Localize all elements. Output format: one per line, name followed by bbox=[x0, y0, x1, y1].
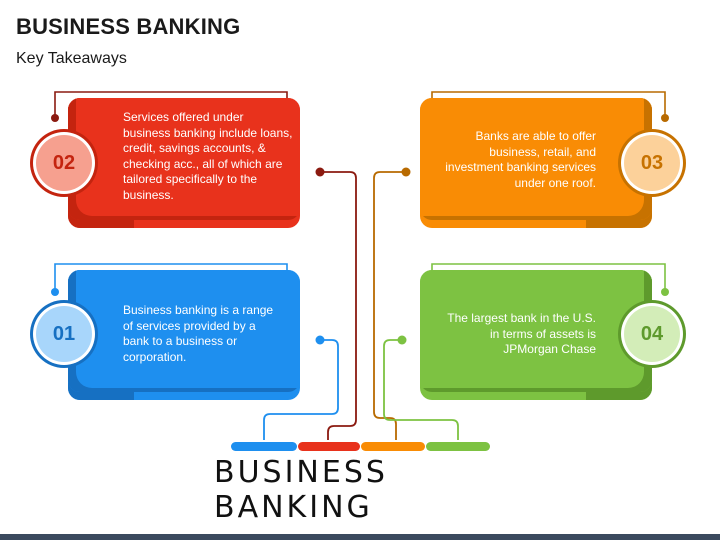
card-03 bbox=[420, 98, 652, 228]
page-title: BUSINESS BANKING bbox=[16, 14, 241, 39]
bar-green bbox=[426, 442, 490, 451]
banner-title: BUSINESS BANKING bbox=[214, 455, 388, 525]
bar-red bbox=[298, 442, 360, 451]
card-04-text: The largest bank in the U.S. in terms of… bbox=[447, 311, 596, 356]
trunk-green bbox=[383, 339, 459, 440]
card-01-number-badge: 01 bbox=[36, 306, 92, 362]
card-02-number-badge: 02 bbox=[36, 135, 92, 191]
card-02-text: Services offered under business banking … bbox=[123, 110, 293, 202]
bar-orange bbox=[361, 442, 425, 451]
card-01 bbox=[68, 270, 300, 400]
card-03-text: Banks are able to offer business, retail… bbox=[445, 129, 596, 190]
card-04 bbox=[420, 270, 652, 400]
trunk-orange bbox=[373, 171, 406, 440]
card-03-number-badge: 03 bbox=[624, 135, 680, 191]
bar-blue bbox=[231, 442, 297, 451]
page-subtitle: Key Takeaways bbox=[16, 50, 127, 67]
footer-strip bbox=[0, 534, 720, 540]
card-01-text: Business banking is a range of services … bbox=[123, 303, 274, 364]
trunk-blue bbox=[263, 339, 339, 440]
card-02 bbox=[68, 98, 300, 228]
card-04-number-badge: 04 bbox=[624, 306, 680, 362]
trunk-red bbox=[320, 171, 357, 440]
